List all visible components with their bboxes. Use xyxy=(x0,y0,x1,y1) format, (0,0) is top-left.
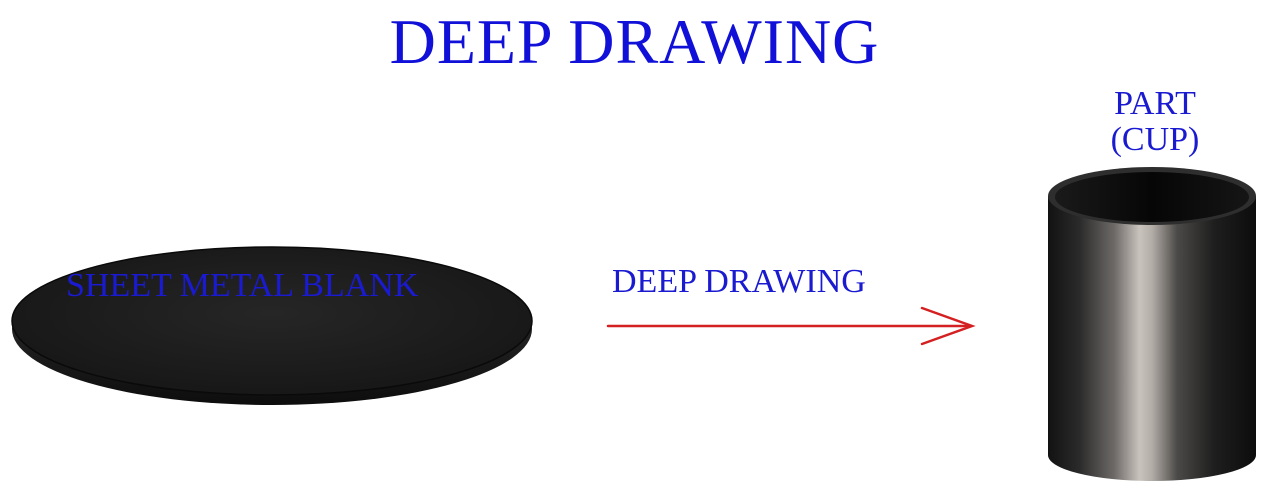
part-label: PART (CUP) xyxy=(1080,86,1230,158)
page-title: DEEP DRAWING xyxy=(389,6,880,77)
process-label: DEEP DRAWING xyxy=(612,263,866,300)
part-label-line2: (CUP) xyxy=(1110,121,1200,158)
drawn-cup xyxy=(1048,167,1256,481)
blank-label: SHEET METAL BLANK xyxy=(66,267,419,304)
blank-top-face xyxy=(11,246,533,396)
cup-opening xyxy=(1055,172,1249,222)
cup-body xyxy=(1048,196,1256,481)
sheet-metal-blank xyxy=(11,246,533,405)
part-label-line1: PART xyxy=(1114,85,1196,122)
process-arrow xyxy=(606,306,976,346)
